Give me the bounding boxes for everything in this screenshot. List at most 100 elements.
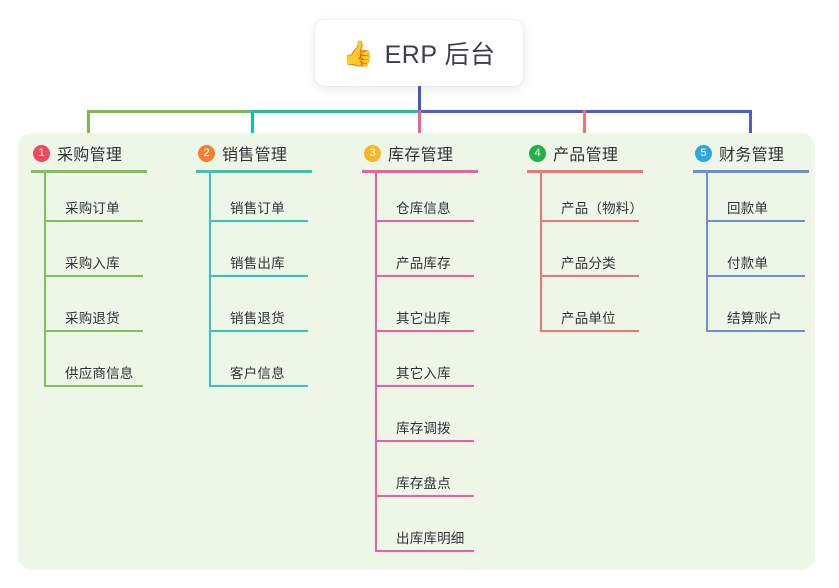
root-stem-connector <box>418 86 421 112</box>
branch-item-label: 采购订单 <box>65 201 120 216</box>
branch-item-label: 供应商信息 <box>65 366 134 381</box>
branch-item-label: 库存调拨 <box>396 421 451 436</box>
branch-item-rule <box>706 330 805 332</box>
root-node-title: ERP 后台 <box>384 41 496 69</box>
branches-panel <box>18 133 815 570</box>
branch-item-label: 销售订单 <box>230 201 285 216</box>
branch-header-rule <box>31 170 147 173</box>
branch-items: 仓库信息产品库存其它出库其它入库库存调拨库存盘点出库库明细 <box>362 173 492 558</box>
branch-item-rule <box>209 275 308 277</box>
branch-item[interactable]: 销售退货 <box>209 283 326 338</box>
branch-title: 销售管理 <box>222 147 288 164</box>
branch-number-badge: 5 <box>695 144 712 162</box>
branch-column-2: 2 销售管理销售订单销售出库销售退货客户信息 <box>196 141 326 393</box>
branch-item-rule <box>375 275 474 277</box>
branch-item[interactable]: 其它出库 <box>375 283 492 338</box>
branch-item-label: 付款单 <box>727 256 769 271</box>
branch-item-label: 回款单 <box>727 201 769 216</box>
branch-number-badge: 3 <box>364 144 381 162</box>
branch-item-label: 采购退货 <box>65 311 120 326</box>
branch-drop-2 <box>251 110 254 135</box>
branch-number-badge: 2 <box>198 144 215 162</box>
branch-item-label: 出库库明细 <box>396 531 465 546</box>
branch-item[interactable]: 采购退货 <box>44 283 161 338</box>
branch-header-rule <box>362 170 478 173</box>
branch-header-5[interactable]: 5 财务管理 <box>693 141 823 165</box>
branch-item[interactable]: 其它入库 <box>375 338 492 393</box>
branch-item-rule <box>209 220 308 222</box>
branch-item-rule <box>706 220 805 222</box>
branch-item[interactable]: 仓库信息 <box>375 173 492 228</box>
branch-item[interactable]: 销售订单 <box>209 173 326 228</box>
branch-item[interactable]: 供应商信息 <box>44 338 161 393</box>
branch-item-label: 客户信息 <box>230 366 285 381</box>
bus-segment-middle <box>251 110 419 113</box>
branch-header-2[interactable]: 2 销售管理 <box>196 141 326 165</box>
branch-item-rule <box>375 385 474 387</box>
branch-item[interactable]: 库存调拨 <box>375 393 492 448</box>
branch-item-label: 仓库信息 <box>396 201 451 216</box>
branch-spine <box>706 173 708 332</box>
branch-item-rule <box>540 275 639 277</box>
branch-item[interactable]: 产品分类 <box>540 228 657 283</box>
branch-item[interactable]: 采购订单 <box>44 173 161 228</box>
branch-item[interactable]: 产品库存 <box>375 228 492 283</box>
branch-item-rule <box>44 275 143 277</box>
branch-item-rule <box>375 330 474 332</box>
branch-item-label: 产品（物料） <box>561 201 644 216</box>
branch-item[interactable]: 付款单 <box>706 228 823 283</box>
branch-item-label: 产品分类 <box>561 256 616 271</box>
branch-item[interactable]: 回款单 <box>706 173 823 228</box>
branch-title: 采购管理 <box>57 147 123 164</box>
branch-title: 库存管理 <box>388 147 454 164</box>
branch-item-rule <box>209 330 308 332</box>
branch-item-rule <box>209 385 308 387</box>
branch-spine <box>209 173 211 387</box>
branch-spine <box>375 173 377 552</box>
branch-item-rule <box>540 330 639 332</box>
branch-items: 回款单付款单结算账户 <box>693 173 823 338</box>
branch-header-rule <box>196 170 312 173</box>
branch-items: 产品（物料） 产品分类产品单位 <box>527 173 657 338</box>
branch-drop-4 <box>583 110 586 135</box>
branch-item-rule <box>44 220 143 222</box>
branch-item-label: 产品单位 <box>561 311 616 326</box>
branch-title: 财务管理 <box>719 147 785 164</box>
branch-items: 销售订单销售出库销售退货客户信息 <box>196 173 326 393</box>
branch-item-rule <box>44 330 143 332</box>
branch-item-rule <box>375 440 474 442</box>
branch-column-3: 3 库存管理仓库信息产品库存其它出库其它入库库存调拨库存盘点出库库明细 <box>362 141 492 558</box>
branch-header-rule <box>693 170 809 173</box>
branch-item-rule <box>375 550 474 552</box>
branch-item-label: 销售退货 <box>230 311 285 326</box>
branch-header-rule <box>527 170 643 173</box>
branch-item-label: 其它出库 <box>396 311 451 326</box>
branch-item-label: 销售出库 <box>230 256 285 271</box>
branch-drop-5 <box>749 110 752 135</box>
branch-item[interactable]: 采购入库 <box>44 228 161 283</box>
branch-drop-1 <box>87 110 90 135</box>
branch-item-label: 产品库存 <box>396 256 451 271</box>
branch-item[interactable]: 产品单位 <box>540 283 657 338</box>
root-node[interactable]: 👍 ERP 后台 <box>315 20 523 86</box>
branch-header-3[interactable]: 3 库存管理 <box>362 141 492 165</box>
branch-item[interactable]: 销售出库 <box>209 228 326 283</box>
branch-item[interactable]: 结算账户 <box>706 283 823 338</box>
branch-item[interactable]: 产品（物料） <box>540 173 657 228</box>
branch-item-label: 库存盘点 <box>396 476 451 491</box>
branch-items: 采购订单采购入库采购退货供应商信息 <box>31 173 161 393</box>
branch-item-rule <box>375 220 474 222</box>
branch-item[interactable]: 客户信息 <box>209 338 326 393</box>
branch-column-5: 5 财务管理回款单付款单结算账户 <box>693 141 823 338</box>
branch-drop-3 <box>418 110 421 135</box>
branch-item[interactable]: 出库库明细 <box>375 503 492 558</box>
branch-item-rule <box>44 385 143 387</box>
branch-item-rule <box>706 275 805 277</box>
branch-number-badge: 4 <box>529 144 546 162</box>
branch-item[interactable]: 库存盘点 <box>375 448 492 503</box>
